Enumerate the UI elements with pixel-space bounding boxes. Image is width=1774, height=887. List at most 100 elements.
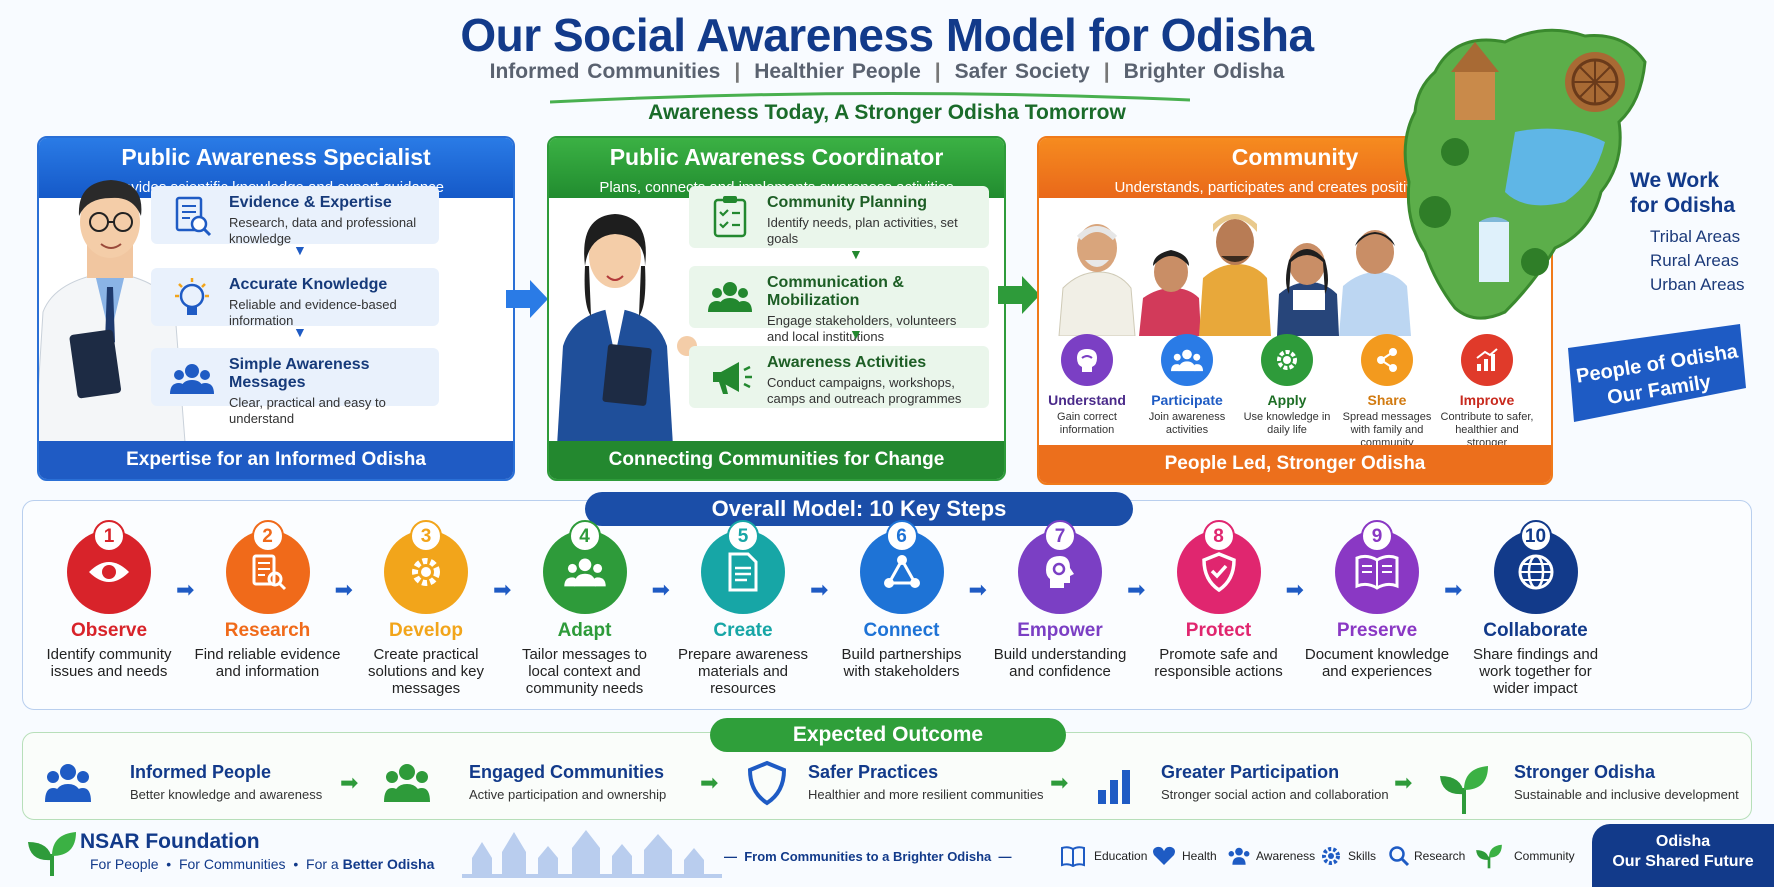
- badge-line2: Our Shared Future: [1612, 853, 1754, 870]
- arrow-right-icon: ➡: [651, 577, 670, 602]
- document-search-icon: [175, 196, 212, 237]
- area-rural: Rural Areas: [1650, 251, 1739, 270]
- footer-slogan: — From Communities to a Brighter Odisha …: [724, 849, 1012, 864]
- item-title: Simple Awareness Messages: [229, 356, 370, 391]
- legend-research: Research: [1414, 849, 1466, 863]
- step-label: Develop: [389, 620, 463, 641]
- step-number: 6: [885, 520, 918, 552]
- clipboard-check-icon: [713, 196, 747, 238]
- org-tag: For Communities: [178, 856, 286, 872]
- specialist-card: Public Awareness Specialist Provides sci…: [37, 136, 515, 481]
- brain-icon: [1061, 334, 1113, 386]
- item-title: Awareness Activities: [767, 354, 927, 371]
- step-desc: Promote safe and responsible actions: [1154, 646, 1283, 680]
- group-icon: [1228, 847, 1250, 865]
- we-work-line1: We Work: [1630, 169, 1720, 192]
- odisha-map-illustration: [1403, 28, 1647, 320]
- action-label: Share: [1367, 392, 1407, 408]
- slogan: Awareness Today, A Stronger Odisha Tomor…: [648, 101, 1126, 124]
- arrow-right-icon: ➡: [340, 770, 359, 795]
- step-number: 5: [727, 520, 759, 552]
- step-desc: Build partnerships with stakeholders: [841, 646, 962, 680]
- arrow-right-icon: ➡: [810, 577, 829, 602]
- group-icon: [45, 764, 91, 802]
- tagline-item: Safer Society: [954, 60, 1090, 83]
- network-icon: 6: [859, 520, 944, 614]
- shield-icon: 8: [1176, 520, 1261, 614]
- step-number: 9: [1361, 520, 1393, 552]
- org-tag: For People: [90, 856, 159, 872]
- arrow-right-icon: ➡: [1394, 770, 1413, 795]
- family-banner: People of Odisha Our Family: [1568, 324, 1746, 422]
- globe-icon: 10: [1493, 520, 1578, 614]
- step-label: Connect: [863, 620, 940, 641]
- gear-icon: [1322, 847, 1340, 865]
- coordinator-title: Public Awareness Coordinator: [609, 144, 944, 170]
- outcome-desc: Active participation and ownership: [469, 787, 667, 802]
- outcome-label: Informed People: [130, 762, 272, 782]
- shared-future-badge: Odisha Our Shared Future: [1592, 824, 1774, 887]
- step-desc: Document knowledge and experiences: [1304, 646, 1450, 680]
- specialist-item-messages: Simple Awareness Messages Clear, practic…: [151, 348, 439, 426]
- item-desc: Engage stakeholders, volunteers and loca…: [767, 313, 957, 344]
- item-title: Evidence & Expertise: [229, 194, 392, 211]
- megaphone-icon: [713, 362, 752, 394]
- step-desc: Create practical solutions and key messa…: [368, 646, 484, 697]
- specialist-title: Public Awareness Specialist: [121, 144, 431, 170]
- org-name: NSAR Foundation: [80, 830, 260, 853]
- item-title: Accurate Knowledge: [229, 276, 388, 293]
- sprout-logo-icon: [28, 832, 76, 876]
- outcome-desc: Better knowledge and awareness: [130, 787, 323, 802]
- specialist-footer: Expertise for an Informed Odisha: [39, 441, 513, 479]
- community-actions: Understand Gain correct information Part…: [1039, 334, 1551, 462]
- we-work-line2: for Odisha: [1630, 194, 1736, 217]
- arrow-down-icon: ▼: [293, 242, 307, 258]
- shield-icon: [747, 760, 787, 806]
- we-work-heading: We Work for Odisha: [1630, 168, 1735, 218]
- coordinator-item-planning: Community Planning Identify needs, plan …: [689, 186, 989, 248]
- bar-chart-icon: [1098, 770, 1130, 804]
- item-desc: Identify needs, plan activities, set goa…: [767, 215, 958, 246]
- step-desc: Share findings and work together for wid…: [1472, 646, 1599, 697]
- book-icon: 9: [1335, 520, 1419, 614]
- group-icon: [384, 764, 430, 802]
- action-understand: Understand Gain correct information: [1039, 334, 1137, 437]
- action-apply: Apply Use knowledge in daily life: [1237, 334, 1337, 437]
- swoosh-decoration: [550, 91, 1190, 104]
- share-icon: [1361, 334, 1413, 386]
- group-icon: 4: [542, 520, 627, 614]
- area-tribal: Tribal Areas: [1650, 227, 1741, 246]
- badge-line1: Odisha: [1655, 833, 1711, 850]
- temples-skyline-illustration: [462, 830, 722, 878]
- community-footer: People Led, Stronger Odisha: [1039, 445, 1551, 483]
- legend-health: Health: [1182, 849, 1217, 863]
- action-desc: Join awareness activities: [1148, 411, 1226, 436]
- tagline-item: Informed Communities: [489, 60, 721, 83]
- outcome-desc: Healthier and more resilient communities: [808, 787, 1044, 802]
- arrow-right-icon: ➡: [1127, 577, 1146, 602]
- outcome-desc: Sustainable and inclusive development: [1514, 787, 1739, 802]
- group-icon: [1161, 334, 1213, 386]
- action-participate: Participate Join awareness activities: [1137, 334, 1237, 437]
- heart-icon: [1153, 846, 1175, 865]
- sprout-icon: [1476, 844, 1502, 869]
- coordinator-item-communication: Communication & Mobilization Engage stak…: [689, 266, 989, 344]
- org-tagline: For People • For Communities • For a Bet…: [90, 856, 435, 872]
- item-desc: Clear, practical and easy to understand: [229, 395, 386, 426]
- arrow-right-icon: [998, 276, 1040, 314]
- step-desc: Build understanding and confidence: [993, 646, 1127, 680]
- action-share: Share Spread messages with family and co…: [1337, 334, 1437, 450]
- step-desc: Identify community issues and needs: [46, 646, 172, 680]
- coordinator-footer: Connecting Communities for Change: [549, 441, 1004, 479]
- community-subtitle: Understands, participates and creates po…: [1114, 179, 1476, 196]
- step-label: Collaborate: [1483, 620, 1588, 641]
- legend-awareness: Awareness: [1256, 849, 1316, 863]
- page-title: Our Social Awareness Model for Odisha: [460, 9, 1314, 61]
- arrow-right-icon: [506, 280, 548, 318]
